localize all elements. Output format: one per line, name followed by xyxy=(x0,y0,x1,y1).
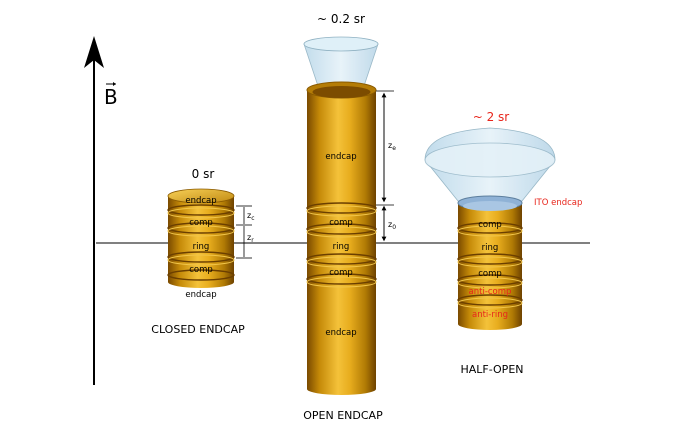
half-electrode-comp-upper: comp xyxy=(478,220,502,230)
closed-dim-zc: zc xyxy=(247,211,255,222)
half-solid-angle-cone xyxy=(424,127,556,202)
closed-electrode-ring: ring xyxy=(193,242,210,252)
open-caption: OPEN ENDCAP xyxy=(303,409,383,422)
half-electrode-anti-comp: anti-comp xyxy=(469,287,512,297)
open-solid-angle-cone xyxy=(303,36,379,87)
half-electrode-anti-ring: anti-ring xyxy=(472,310,508,320)
closed-caption: CLOSED ENDCAP xyxy=(151,323,245,336)
open-dimension-lines xyxy=(376,90,394,244)
open-dim-z0: z0 xyxy=(388,220,396,231)
open-endcap-trap xyxy=(306,81,377,395)
b-field-arrowhead xyxy=(84,36,104,68)
b-vector-arrow-tip xyxy=(113,82,116,86)
open-electrode-comp-lower: comp xyxy=(329,268,353,278)
open-electrode-comp-upper: comp xyxy=(329,218,353,228)
b-field-label: B xyxy=(104,85,118,109)
closed-dimension-lines xyxy=(236,205,252,259)
closed-electrode-endcap-bottom: endcap xyxy=(185,290,216,300)
closed-electrode-endcap-top: endcap xyxy=(185,196,216,206)
closed-dim-zr: zr xyxy=(247,233,254,244)
open-electrode-endcap-bottom: endcap xyxy=(325,328,356,338)
open-dim-ze: ze xyxy=(388,141,396,152)
closed-solid-angle: 0 sr xyxy=(192,167,215,181)
open-solid-angle: ~ 0.2 sr xyxy=(317,12,365,26)
closed-electrode-comp-lower: comp xyxy=(189,265,213,275)
half-ito-endcap-label: ITO endcap xyxy=(534,198,582,208)
half-electrode-ring: ring xyxy=(482,243,499,253)
open-electrode-ring: ring xyxy=(333,242,350,252)
open-electrode-endcap-top: endcap xyxy=(325,152,356,162)
closed-electrode-comp-upper: comp xyxy=(189,218,213,228)
closed-endcap-trap xyxy=(167,188,235,288)
half-caption: HALF-OPEN xyxy=(461,363,524,376)
half-open-trap xyxy=(457,195,523,330)
half-solid-angle: ~ 2 sr xyxy=(473,110,510,124)
half-electrode-comp-lower: comp xyxy=(478,269,502,279)
